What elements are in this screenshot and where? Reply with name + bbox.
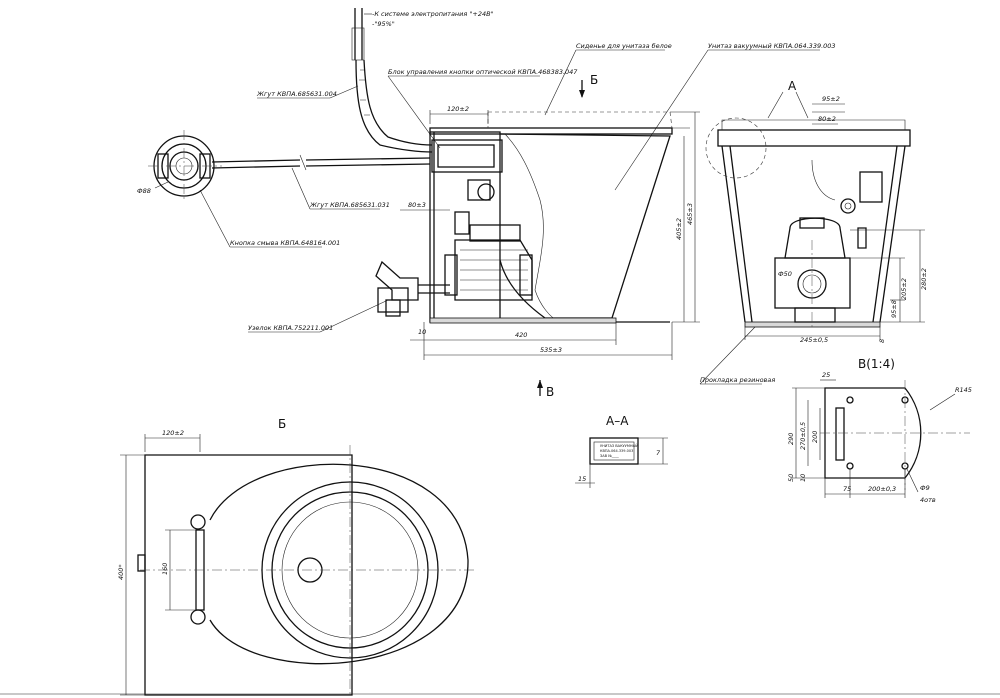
dim-v-75: 75 (843, 485, 851, 493)
rubber-gasket-label: Прокладка резиновая (700, 376, 775, 384)
optical-block-label: Блок управления кнопки оптической КВПА.4… (388, 68, 578, 76)
dim-v-270: 270±0,5 (799, 422, 807, 450)
dim-160: 160 (161, 563, 169, 575)
view-mark-b: Б (278, 417, 286, 431)
power-supply-label-2: -"95%" (372, 20, 395, 28)
dim-v-4holes: 4отв (920, 496, 936, 504)
plate-line-2: КВПА.064.339.003 (600, 449, 633, 453)
power-cable (351, 8, 433, 153)
harness-1-label: Жгут КВПА.685631.004 (256, 90, 337, 98)
plate-line-3: ЗАВ №____ (600, 454, 619, 458)
side-view (375, 111, 673, 324)
dim-v-25: 25 (822, 371, 830, 379)
dim-8: 8 (878, 339, 886, 343)
section-aa-title: А–А (606, 414, 629, 428)
dim-d50: Ф50 (778, 270, 792, 278)
dim-245: 245±0,5 (800, 336, 828, 344)
view-v-plate (820, 380, 970, 490)
plate-line-1: УНИТАЗ ВАКУУМНЫЙ (600, 443, 639, 448)
front-view (705, 117, 911, 330)
dim-400: 400* (117, 564, 125, 580)
dim-v-r145: R145 (955, 386, 972, 394)
dim-v-50: 50 (787, 474, 795, 482)
dim-280: 280±2 (920, 268, 928, 290)
dim-aa-7: 7 (656, 449, 661, 457)
dim-120-b: 120±2 (162, 429, 184, 437)
dim-v-d9: Ф9 (920, 484, 930, 492)
dim-120-top: 120±2 (447, 105, 469, 113)
view-mark-b-top: Б (590, 73, 598, 87)
view-mark-a: А (788, 79, 797, 93)
section-aa: УНИТАЗ ВАКУУМНЫЙ КВПА.064.339.003 ЗАВ №_… (589, 437, 668, 465)
dim-95-8: 95±8 (890, 300, 898, 318)
seat-label: Сиденье для унитаза белое (576, 42, 672, 50)
elbow-node-label: Узелок КВПА.752211.001 (248, 324, 333, 332)
dim-535: 535±3 (540, 346, 562, 354)
vacuum-toilet-label: Унитаз вакуумный КВПА.064.339.003 (708, 42, 836, 50)
dim-465: 465±3 (686, 203, 694, 225)
harness-2-label: Жгут КВПА.685631.031 (309, 201, 390, 209)
dim-v-290: 290 (787, 433, 795, 445)
dim-80-front: 80±2 (818, 115, 836, 123)
dim-420: 420 (515, 331, 527, 339)
dim-405: 405±2 (675, 218, 683, 240)
dim-v-200: 200 (811, 431, 819, 443)
dim-80: 80±3 (408, 201, 426, 209)
flush-button-label: Кнопка смыва КВПА.648164.001 (230, 239, 340, 247)
dim-aa-15: 15 (578, 475, 586, 483)
view-v-title: В(1:4) (858, 357, 895, 371)
dim-v-10: 10 (799, 474, 807, 482)
dim-10: 10 (418, 328, 426, 336)
power-supply-label: -К системе электропитания "+24В" (372, 10, 494, 18)
dim-d88: Ф88 (137, 187, 151, 195)
dim-205: 205±2 (900, 278, 908, 300)
view-b-top (137, 445, 475, 696)
flush-button-view (148, 130, 431, 202)
dim-v-200b: 200±0,3 (868, 485, 896, 493)
dim-95-front: 95±2 (822, 95, 840, 103)
view-mark-v: В (546, 385, 554, 399)
